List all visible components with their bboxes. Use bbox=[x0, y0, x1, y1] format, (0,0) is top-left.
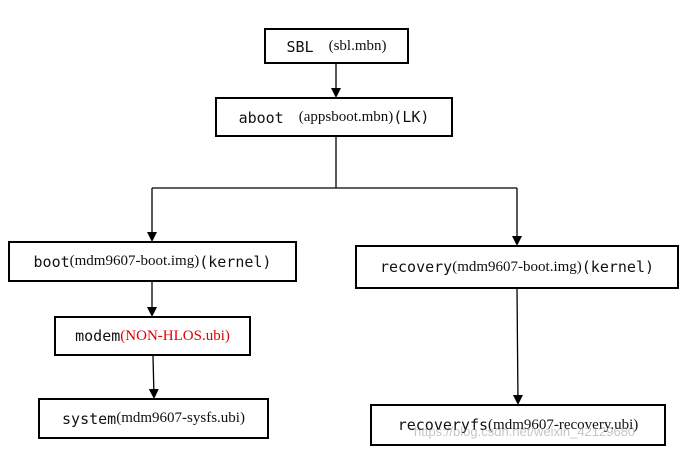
node-aboot-name: aboot bbox=[238, 108, 299, 127]
node-recovery-name: recovery bbox=[379, 258, 453, 276]
node-recoveryfs-name: recoveryfs bbox=[397, 416, 489, 434]
node-recovery-tag: (kernel) bbox=[581, 258, 655, 276]
node-boot-file: (mdm9607-boot.img) bbox=[69, 253, 200, 269]
node-sbl-file: (sbl.mbn) bbox=[328, 37, 387, 54]
node-modem-file: (NON-HLOS.ubi) bbox=[120, 327, 230, 344]
arrow-recovery-to-recoveryfs bbox=[512, 288, 523, 405]
node-aboot-file: (appsboot.mbn) bbox=[298, 108, 394, 125]
node-sbl: SBL (sbl.mbn) bbox=[264, 28, 409, 64]
node-system-name: system bbox=[62, 409, 117, 428]
arrow-modem-to-system bbox=[148, 355, 159, 399]
node-modem: modem(NON-HLOS.ubi) bbox=[54, 316, 251, 356]
node-boot-tag: (kernel) bbox=[199, 252, 272, 271]
node-modem-name: modem bbox=[75, 327, 121, 345]
node-aboot-tag: (LK) bbox=[393, 108, 430, 126]
node-system: system(mdm9607-sysfs.ubi) bbox=[38, 398, 269, 439]
node-sbl-name: SBL bbox=[286, 37, 329, 56]
node-boot: boot(mdm9607-boot.img)(kernel) bbox=[8, 241, 297, 282]
node-aboot: aboot (appsboot.mbn) (LK) bbox=[215, 97, 453, 137]
node-system-file: (mdm9607-sysfs.ubi) bbox=[116, 410, 245, 426]
node-boot-name: boot bbox=[33, 252, 70, 271]
node-recovery-file: (mdm9607-boot.img) bbox=[452, 258, 582, 275]
node-recoveryfs: recoveryfs(mdm9607-recovery.ubi) bbox=[370, 404, 666, 446]
node-recovery: recovery(mdm9607-boot.img)(kernel) bbox=[355, 245, 679, 289]
node-recoveryfs-file: (mdm9607-recovery.ubi) bbox=[488, 416, 639, 433]
